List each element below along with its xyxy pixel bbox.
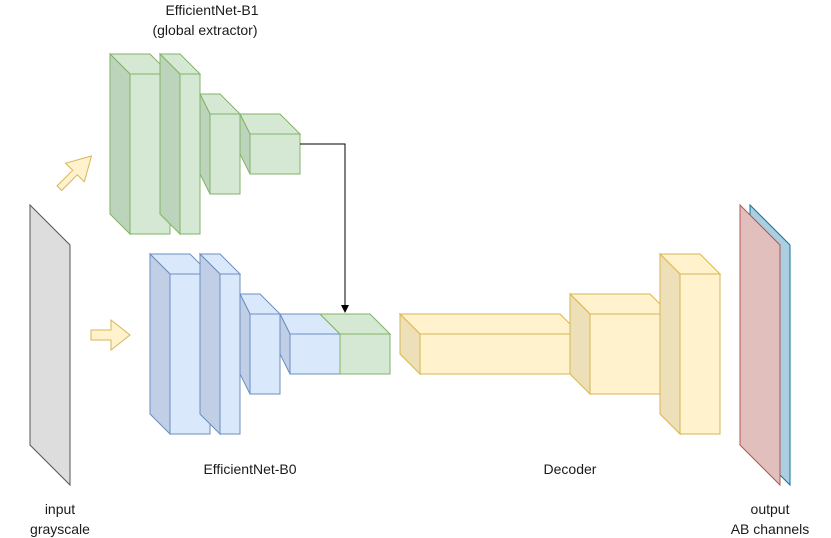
input-sublabel: grayscale <box>30 521 90 537</box>
decoder-block-1 <box>398 312 582 376</box>
efficientnet-b1-encoder <box>108 52 302 236</box>
output-a-channel-plane <box>739 203 781 487</box>
b1-block-1 <box>108 52 172 236</box>
b1-block-2 <box>158 52 202 236</box>
skip-connection-line <box>300 143 346 306</box>
output-label: output <box>751 501 790 517</box>
b1-title: EfficientNet-B1 <box>165 2 258 18</box>
input-grayscale-plane <box>29 203 71 487</box>
decoder-network <box>398 252 722 436</box>
b0-block-2 <box>198 252 242 436</box>
output-sublabel: AB channels <box>731 521 810 537</box>
b1-subtitle: (global extractor) <box>152 22 257 38</box>
concat-block <box>318 313 392 375</box>
decoder-block-3 <box>658 252 722 436</box>
input-label: input <box>45 501 75 517</box>
arrow-right-icon <box>90 318 131 352</box>
b0-block-3 <box>239 293 282 395</box>
b0-title: EfficientNet-B0 <box>203 461 296 477</box>
b1-block-4 <box>239 113 302 175</box>
b1-block-3 <box>199 93 242 195</box>
skip-connection-arrowhead <box>341 305 349 313</box>
decoder-title: Decoder <box>544 461 597 477</box>
decoder-block-2 <box>568 292 672 396</box>
arrow-up-right-icon <box>56 155 93 192</box>
efficientnet-b0-encoder <box>148 252 392 436</box>
